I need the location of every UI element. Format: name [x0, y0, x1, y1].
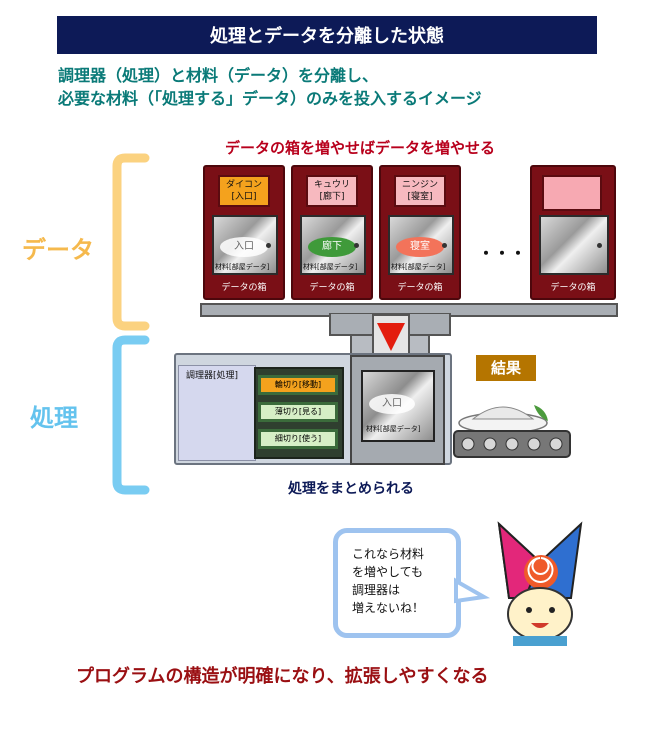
- window-material: 材料[部屋データ]: [366, 425, 421, 433]
- button-thin-view[interactable]: 薄切り[見る]: [258, 402, 338, 422]
- box-footer: データの箱: [221, 283, 267, 293]
- speech-line: 増えないね！: [352, 601, 425, 615]
- box-door: 入口 材料[部屋データ]: [212, 215, 278, 275]
- tag-name: ダイコン: [225, 180, 262, 190]
- process-label: 処理: [30, 404, 78, 432]
- down-arrow-icon: [377, 323, 405, 351]
- data-box-4: データの箱: [530, 165, 616, 300]
- ellipsis: ・・・・: [478, 244, 543, 263]
- data-label: データ: [22, 236, 94, 264]
- speech-line: 調理器は: [352, 583, 401, 597]
- speech-text: これなら材料 を増やしても 調理器は 増えないね！: [352, 545, 424, 617]
- mascot-icon: [497, 521, 583, 646]
- data-box-1: ダイコン [入口] 入口 材料[部屋データ] データの箱: [203, 165, 285, 300]
- process-bracket: [112, 335, 150, 495]
- conclusion: プログラムの構造が明確になり、拡張しやすくなる: [76, 666, 489, 687]
- box-footer: データの箱: [309, 283, 355, 293]
- material-label: 材料[部屋データ]: [303, 263, 358, 271]
- result-graphic: [453, 405, 571, 458]
- box-tag: ニンジン [寝室]: [394, 175, 446, 207]
- result-label: 結果: [476, 355, 536, 381]
- speech-line: これなら材料: [352, 547, 425, 561]
- bottom-caption: 処理をまとめられる: [288, 481, 414, 497]
- box-footer: データの箱: [397, 283, 443, 293]
- box-tag: ダイコン [入口]: [218, 175, 270, 207]
- speech-tail: [454, 577, 491, 604]
- window-room: 入口: [369, 394, 415, 414]
- box-tag: キュウリ [廊下]: [306, 175, 358, 207]
- box-footer: データの箱: [550, 283, 596, 293]
- door-knob: [597, 243, 602, 248]
- button-fine-use[interactable]: 細切り[使う]: [258, 429, 338, 449]
- data-box-2: キュウリ [廊下] 廊下 材料[部屋データ] データの箱: [291, 165, 373, 300]
- material-label: 材料[部屋データ]: [391, 263, 446, 271]
- sliced-food-icon: [471, 406, 535, 420]
- cooker-label: 調理器[処理]: [186, 371, 239, 381]
- top-caption: データの箱を増やせばデータを増やせる: [225, 139, 496, 157]
- page-title: 処理とデータを分離した状態: [57, 16, 597, 54]
- tag-name: ニンジン: [401, 180, 438, 190]
- room-ellipse: 入口: [220, 237, 268, 257]
- cooker-window: 入口 材料[部屋データ]: [361, 370, 435, 442]
- door-knob: [266, 243, 271, 248]
- box-door: 廊下 材料[部屋データ]: [300, 215, 366, 275]
- tag-room: [廊下]: [319, 192, 345, 202]
- room-ellipse: 廊下: [308, 237, 356, 257]
- leaf-icon: [534, 405, 548, 421]
- button-slice-move[interactable]: 輪切り[移動]: [258, 375, 338, 395]
- tag-room: [入口]: [231, 192, 257, 202]
- intro-line-1: 調理器（処理）と材料（データ）を分離し、: [58, 66, 379, 85]
- conveyor-rollers: [461, 437, 563, 451]
- tag-name: キュウリ: [313, 180, 350, 190]
- box-door: [539, 215, 609, 275]
- material-label: 材料[部屋データ]: [215, 263, 270, 271]
- box-tag: [542, 175, 602, 211]
- door-knob: [442, 243, 447, 248]
- intro-text: 調理器（処理）と材料（データ）を分離し、 必要な材料（「処理する」データ）のみを…: [58, 64, 482, 110]
- door-knob: [354, 243, 359, 248]
- box-door: 寝室 材料[部屋データ]: [388, 215, 454, 275]
- data-bracket: [112, 153, 150, 331]
- intro-line-2: 必要な材料（「処理する」データ）のみを投入するイメージ: [58, 89, 482, 108]
- data-box-3: ニンジン [寝室] 寝室 材料[部屋データ] データの箱: [379, 165, 461, 300]
- tag-room: [寝室]: [407, 192, 433, 202]
- speech-line: を増やしても: [352, 565, 424, 579]
- room-ellipse: 寝室: [396, 237, 444, 257]
- brackets-graphic: [112, 153, 150, 495]
